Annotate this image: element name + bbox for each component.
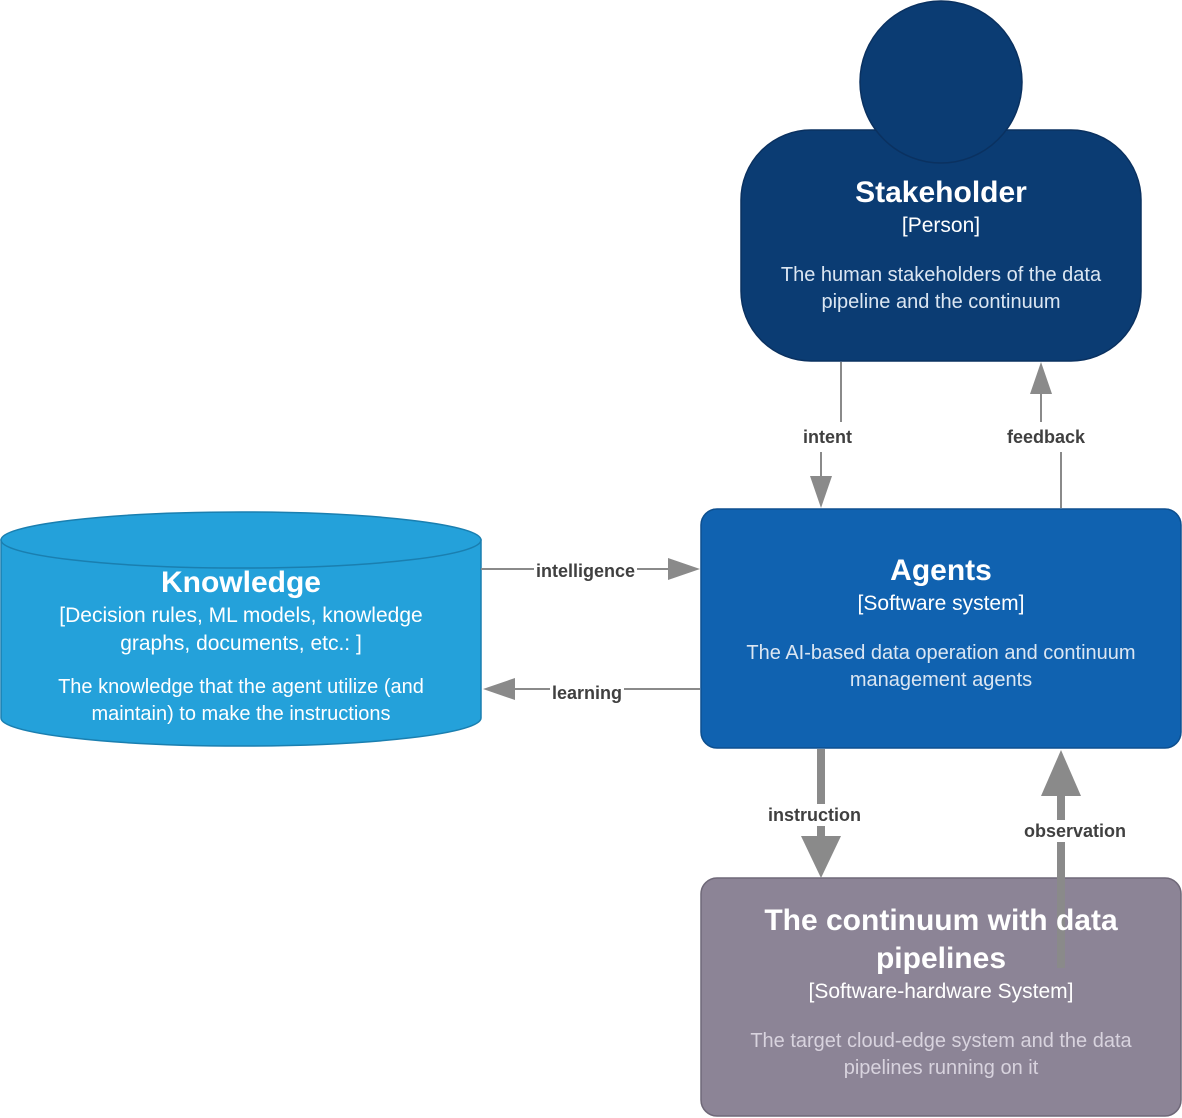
stakeholder-head (859, 0, 1023, 164)
continuum-title: The continuum with data pipelines (764, 904, 1118, 975)
agents-type: [Software system] (857, 592, 1025, 615)
agents-title: Agents (890, 554, 992, 587)
continuum-description: The target cloud-edge system and the dat… (750, 1030, 1132, 1079)
continuum-text: The continuum with data pipelines [Softw… (701, 902, 1181, 1082)
knowledge-node[interactable] (0, 511, 482, 747)
observation-arrowhead (1041, 750, 1081, 796)
learning-label: learning (550, 682, 625, 704)
knowledge-cylinder-body (0, 539, 482, 747)
instruction-arrowhead (801, 836, 841, 878)
intelligence-label: intelligence (534, 560, 638, 582)
intent-label: intent (801, 426, 854, 448)
stakeholder-title: Stakeholder (855, 176, 1027, 209)
stakeholder-description: The human stakeholders of the data pipel… (780, 264, 1102, 313)
knowledge-cylinder-top (0, 511, 482, 569)
knowledge-type: [Decision rules, ML models, knowledge gr… (59, 604, 423, 655)
agents-node[interactable] (700, 508, 1182, 749)
stakeholder-text: Stakeholder [Person] The human stakehold… (741, 174, 1141, 316)
learning-arrowhead (483, 678, 515, 700)
feedback-arrowhead (1030, 362, 1052, 394)
intent-arrowhead (810, 476, 832, 508)
knowledge-description: The knowledge that the agent utilize (an… (58, 676, 424, 725)
intent-edge (810, 362, 842, 508)
instruction-label: instruction (766, 804, 863, 826)
agents-description: The AI-based data operation and continuu… (746, 642, 1136, 691)
stakeholder-type: [Person] (901, 214, 981, 237)
observation-label: observation (1022, 820, 1129, 842)
feedback-label: feedback (1005, 426, 1088, 448)
continuum-type: [Software-hardware System] (808, 980, 1074, 1003)
knowledge-title: Knowledge (160, 566, 321, 599)
intelligence-arrowhead (668, 558, 700, 580)
feedback-edge (1030, 362, 1062, 508)
stakeholder-node[interactable] (740, 0, 1142, 362)
knowledge-text: Knowledge [Decision rules, ML models, kn… (1, 564, 481, 728)
agents-text: Agents [Software system] The AI-based da… (701, 552, 1181, 694)
